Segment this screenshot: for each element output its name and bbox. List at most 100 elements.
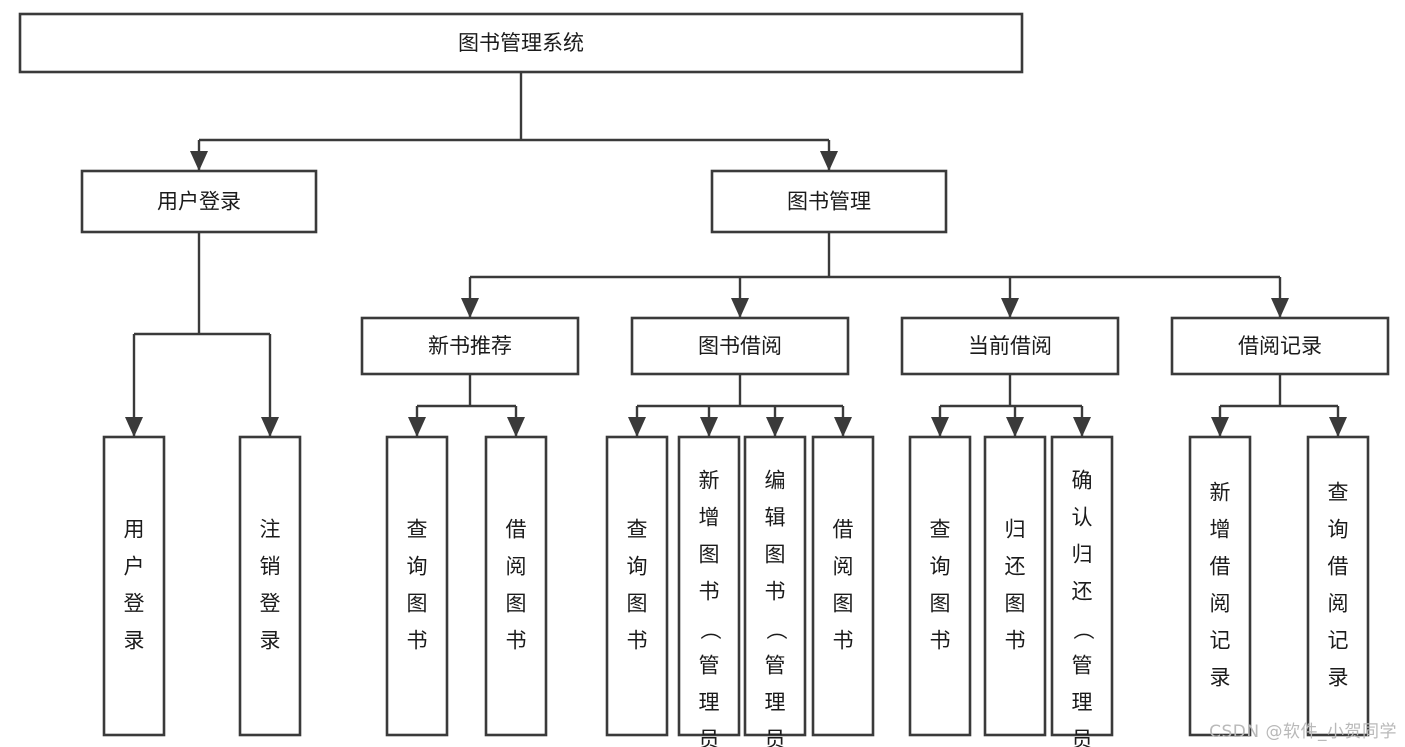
node-label-leaf-edit-book-char-2: 图 bbox=[765, 543, 786, 567]
node-label-leaf-add-book-char-3: 书 bbox=[699, 580, 720, 604]
node-label-leaf-add-borrow-record-char-4: 记 bbox=[1210, 629, 1231, 653]
arrow-head-icon bbox=[820, 151, 838, 171]
node-label-leaf-borrow-book-2-char-0: 借 bbox=[833, 518, 854, 542]
node-label-leaf-edit-book-char-3: 书 bbox=[765, 580, 786, 604]
arrow-head-icon bbox=[261, 417, 279, 437]
node-label-leaf-borrow-book-2-char-1: 阅 bbox=[833, 555, 854, 579]
node-box-leaf-add-borrow-record bbox=[1188, 435, 1252, 737]
node-label-leaf-query-book-3-char-2: 图 bbox=[930, 592, 951, 616]
node-book-manage[interactable]: 图书管理 bbox=[710, 169, 948, 234]
node-label-leaf-user-login-char-2: 登 bbox=[124, 592, 145, 616]
node-label-leaf-add-book-char-5: 管 bbox=[699, 654, 720, 678]
node-box-borrow-record bbox=[1170, 316, 1390, 376]
node-box-leaf-confirm-return bbox=[1050, 435, 1114, 737]
node-label-leaf-user-logout-char-3: 录 bbox=[260, 629, 281, 653]
node-current-borrow[interactable]: 当前借阅 bbox=[900, 316, 1120, 376]
node-label-leaf-confirm-return-char-5: 管 bbox=[1072, 654, 1093, 678]
node-label-leaf-query-book-1-char-1: 询 bbox=[407, 555, 428, 579]
node-label-leaf-confirm-return-char-7: 员 bbox=[1072, 728, 1093, 747]
node-label-leaf-query-borrow-record-char-4: 记 bbox=[1328, 629, 1349, 653]
node-new-book-rec[interactable]: 新书推荐 bbox=[360, 316, 580, 376]
arrow-head-icon bbox=[507, 417, 525, 437]
node-box-leaf-add-book bbox=[677, 435, 741, 737]
node-book-borrow[interactable]: 图书借阅 bbox=[630, 316, 850, 376]
node-box-leaf-query-book-2 bbox=[605, 435, 669, 737]
arrow-head-icon bbox=[731, 298, 749, 318]
node-label-leaf-query-book-2-char-0: 查 bbox=[627, 518, 648, 542]
arrow-head-icon bbox=[461, 298, 479, 318]
csdn-watermark: CSDN @软件_小贺同学 bbox=[1209, 722, 1397, 742]
node-box-leaf-borrow-book-2 bbox=[811, 435, 875, 737]
node-label-leaf-query-book-1-char-0: 查 bbox=[407, 518, 428, 542]
node-label-leaf-confirm-return-char-1: 认 bbox=[1072, 506, 1093, 530]
node-box-leaf-user-login bbox=[102, 435, 166, 737]
node-label-leaf-add-book-char-0: 新 bbox=[699, 469, 720, 493]
node-label-root: 图书管理系统 bbox=[458, 31, 584, 55]
node-box-leaf-query-book-3 bbox=[908, 435, 972, 737]
node-label-leaf-query-book-1-char-2: 图 bbox=[407, 592, 428, 616]
node-label-leaf-edit-book-char-0: 编 bbox=[765, 469, 786, 493]
node-label-leaf-user-logout-char-0: 注 bbox=[260, 518, 281, 542]
node-label-leaf-borrow-book-2-char-2: 图 bbox=[833, 592, 854, 616]
node-label-book-borrow: 图书借阅 bbox=[698, 334, 782, 358]
node-label-leaf-query-book-3-char-1: 询 bbox=[930, 555, 951, 579]
node-layer: 图书管理系统用户登录图书管理新书推荐图书借阅当前借阅借阅记录用户登录注销登录查询… bbox=[18, 12, 1390, 747]
node-label-leaf-query-book-2-char-2: 图 bbox=[627, 592, 648, 616]
node-label-leaf-user-logout-char-1: 销 bbox=[260, 555, 281, 579]
node-label-new-book-rec: 新书推荐 bbox=[428, 334, 512, 358]
connector-group-root bbox=[190, 72, 838, 171]
node-label-leaf-return-book-char-0: 归 bbox=[1005, 518, 1026, 542]
connector-group-new-book-rec bbox=[408, 374, 525, 437]
node-box-leaf-query-borrow-record bbox=[1306, 435, 1370, 737]
node-label-user-login: 用户登录 bbox=[157, 190, 241, 214]
node-label-leaf-edit-book-char-7: 员 bbox=[765, 728, 786, 747]
node-label-leaf-return-book-char-1: 还 bbox=[1005, 555, 1026, 579]
node-box-leaf-borrow-book-1 bbox=[484, 435, 548, 737]
node-user-login[interactable]: 用户登录 bbox=[80, 169, 318, 234]
node-label-leaf-user-logout-char-2: 登 bbox=[260, 592, 281, 616]
node-label-leaf-user-login-char-1: 户 bbox=[124, 555, 145, 579]
arrow-head-icon bbox=[628, 417, 646, 437]
connector-layer bbox=[125, 72, 1347, 437]
node-root[interactable]: 图书管理系统 bbox=[18, 12, 1024, 74]
node-label-leaf-add-borrow-record-char-5: 录 bbox=[1210, 666, 1231, 690]
node-borrow-record[interactable]: 借阅记录 bbox=[1170, 316, 1390, 376]
arrow-head-icon bbox=[1211, 417, 1229, 437]
node-box-new-book-rec bbox=[360, 316, 580, 376]
node-box-current-borrow bbox=[900, 316, 1120, 376]
node-box-user-login bbox=[80, 169, 318, 234]
node-label-leaf-add-borrow-record-char-3: 阅 bbox=[1210, 592, 1231, 616]
node-label-leaf-add-book-char-2: 图 bbox=[699, 543, 720, 567]
node-label-leaf-return-book-char-3: 书 bbox=[1005, 629, 1026, 653]
node-label-leaf-query-borrow-record-char-1: 询 bbox=[1328, 518, 1349, 542]
node-leaf-user-login[interactable]: 用户登录 bbox=[102, 435, 166, 737]
node-label-leaf-borrow-book-1-char-2: 图 bbox=[506, 592, 527, 616]
node-label-leaf-borrow-book-2-char-3: 书 bbox=[833, 629, 854, 653]
node-label-leaf-add-book-char-1: 增 bbox=[699, 506, 720, 530]
node-box-root bbox=[18, 12, 1024, 74]
node-label-leaf-confirm-return-char-4: （ bbox=[1071, 619, 1095, 640]
node-label-leaf-query-book-3-char-0: 查 bbox=[930, 518, 951, 542]
node-label-leaf-add-borrow-record-char-0: 新 bbox=[1210, 481, 1231, 505]
node-label-leaf-confirm-return-char-0: 确 bbox=[1072, 469, 1093, 493]
node-label-leaf-edit-book-char-1: 辑 bbox=[765, 506, 786, 530]
node-label-leaf-query-borrow-record-char-5: 录 bbox=[1328, 666, 1349, 690]
node-label-borrow-record: 借阅记录 bbox=[1238, 334, 1322, 358]
arrow-head-icon bbox=[834, 417, 852, 437]
arrow-head-icon bbox=[931, 417, 949, 437]
node-label-leaf-add-book-char-6: 理 bbox=[699, 691, 720, 715]
node-label-leaf-user-login-char-3: 录 bbox=[124, 629, 145, 653]
